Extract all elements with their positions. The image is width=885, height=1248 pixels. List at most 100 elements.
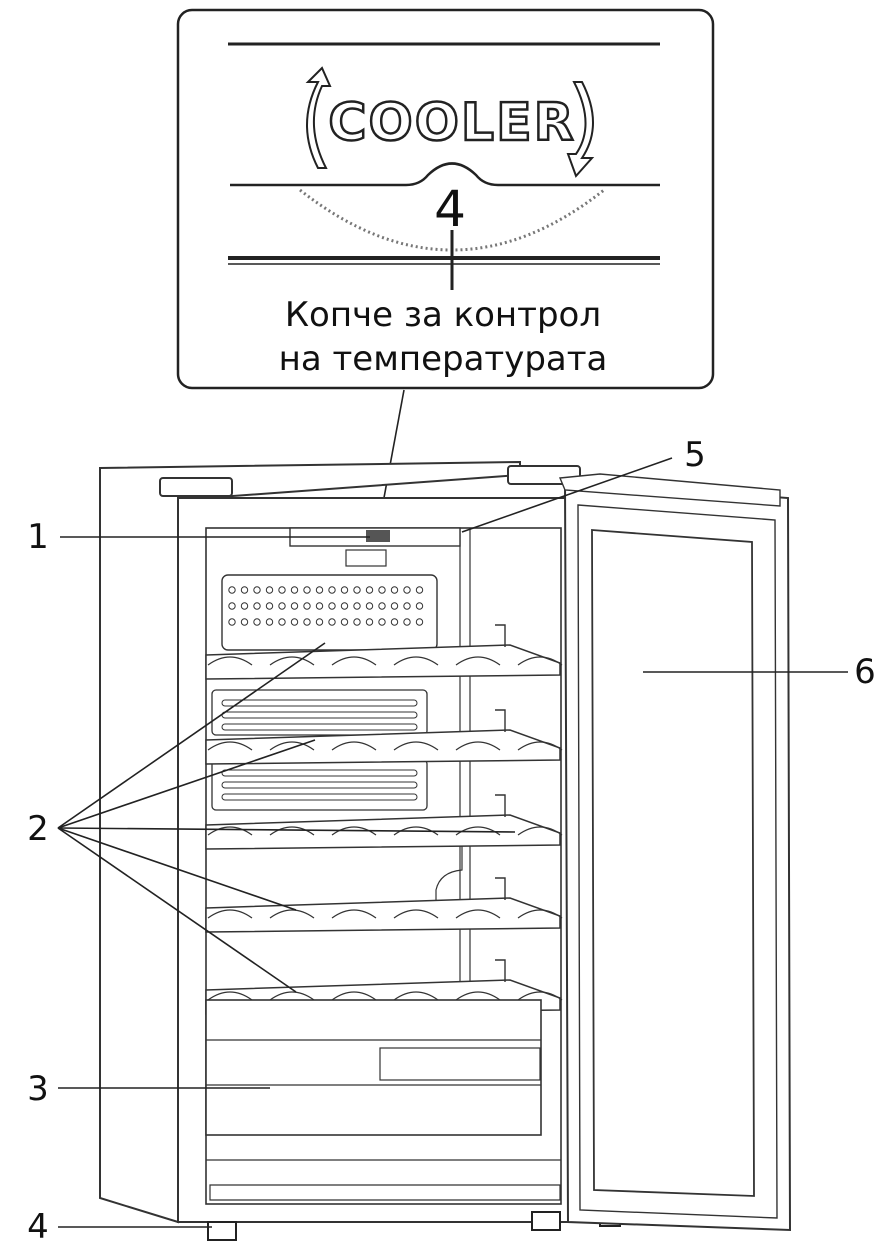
leveling-foot-right[interactable] — [531, 1211, 561, 1231]
evaporator-dot — [278, 618, 286, 626]
evaporator-dot — [353, 602, 361, 610]
evaporator-dot — [378, 586, 386, 594]
evaporator-dot — [390, 586, 399, 594]
evaporator-slot — [221, 769, 418, 777]
evaporator-dot — [228, 586, 236, 594]
evaporator-plate — [221, 574, 438, 651]
bottle-cradle — [393, 909, 439, 919]
bottle-cradle — [331, 991, 377, 1001]
shelf-support — [495, 877, 506, 900]
evaporator-slot — [221, 711, 418, 719]
thermostat-knob[interactable] — [366, 530, 390, 542]
interior-light — [345, 549, 387, 567]
bottle-cradle — [269, 741, 315, 751]
drain-tube — [435, 845, 463, 905]
bottle-cradle — [455, 826, 501, 836]
evaporator-dot — [265, 586, 274, 594]
bottle-cradle — [331, 909, 377, 919]
evaporator-dot — [265, 602, 274, 610]
door-top-rail — [558, 473, 781, 507]
evaporator-dot — [353, 586, 361, 594]
evaporator-dot — [403, 586, 411, 594]
evaporator-dots — [228, 586, 424, 626]
evaporator-dot — [353, 618, 361, 626]
shelf-rack — [205, 897, 561, 933]
evaporator-slot — [221, 699, 418, 707]
evaporator-dot — [290, 618, 299, 626]
bottle-cradle — [207, 656, 253, 666]
bottle-cradle — [207, 741, 253, 751]
caption-line-2: на температурата — [279, 339, 608, 379]
wine-shelf — [205, 624, 563, 680]
evaporator-dot — [253, 586, 261, 594]
evaporator-dot — [340, 586, 349, 594]
shelf-support — [495, 959, 506, 982]
bottle-cradle — [269, 656, 315, 666]
bottle-cradle — [269, 909, 315, 919]
evaporator-dot — [328, 618, 336, 626]
bottle-cradle — [517, 826, 563, 836]
evaporator-dot — [303, 618, 311, 626]
thermostat-inset: COOLER 4 Копче за контрол на температура… — [176, 8, 715, 390]
evaporator-slots — [211, 689, 428, 811]
evaporator-dot — [240, 618, 249, 626]
evaporator-dot — [390, 602, 399, 610]
bottle-cradle — [269, 991, 315, 1001]
evaporator-dot — [303, 586, 311, 594]
callout-5-leader — [461, 457, 673, 533]
brand-label: COOLER — [328, 93, 575, 153]
evaporator-dot — [365, 586, 374, 594]
callout-1-label: 1 — [27, 517, 49, 557]
evaporator-dot — [253, 602, 261, 610]
evaporator-dot — [240, 602, 249, 610]
evaporator-dot — [415, 618, 424, 626]
callout-6-label: 6 — [854, 652, 876, 692]
bottom-grille — [209, 1184, 561, 1201]
evaporator-slot — [221, 781, 418, 789]
evaporator-dot — [290, 586, 299, 594]
evaporator-slot — [221, 723, 418, 731]
bottle-cradle — [393, 991, 439, 1001]
arrow-down-icon — [566, 81, 595, 178]
shelf-support — [495, 794, 506, 817]
leveling-foot-left[interactable] — [207, 1221, 237, 1241]
hinge-cap-left — [159, 477, 233, 497]
bottle-cradle — [517, 656, 563, 666]
callout-5-label: 5 — [684, 435, 706, 475]
bottle-cradle — [393, 656, 439, 666]
bottle-cradle — [207, 909, 253, 919]
caption-line-1: Копче за контрол — [285, 295, 601, 335]
wine-shelf — [205, 709, 563, 765]
shelf-rack — [205, 729, 561, 765]
bottle-cradle — [517, 991, 563, 1001]
evaporator-dot — [315, 602, 324, 610]
evaporator-dot — [415, 602, 424, 610]
evaporator-dot — [365, 602, 374, 610]
bottle-cradle — [393, 826, 439, 836]
glass-door[interactable] — [558, 473, 792, 1232]
bottle-cradle — [269, 826, 315, 836]
evaporator-dot — [378, 618, 386, 626]
bottle-cradle — [331, 656, 377, 666]
evaporator-dot — [278, 602, 286, 610]
shelf-rack — [205, 644, 561, 680]
evaporator-dot — [378, 602, 386, 610]
shelf-support — [495, 709, 506, 732]
evaporator-dot — [340, 618, 349, 626]
callout-4-label: 4 — [27, 1207, 49, 1247]
shelf-support — [495, 624, 506, 647]
bottle-cradle — [455, 909, 501, 919]
bottle-cradle — [455, 991, 501, 1001]
cabinet — [99, 460, 621, 1241]
evaporator-slot — [221, 793, 418, 801]
evaporator-dot — [315, 618, 324, 626]
bottle-cradle — [517, 741, 563, 751]
bottle-cradle — [331, 826, 377, 836]
bottle-cradle — [207, 826, 253, 836]
door-glass-pane — [591, 529, 755, 1197]
evaporator-dot — [228, 602, 236, 610]
bottle-cradle — [455, 656, 501, 666]
evaporator-dot — [390, 618, 399, 626]
evaporator-dot — [228, 618, 236, 626]
